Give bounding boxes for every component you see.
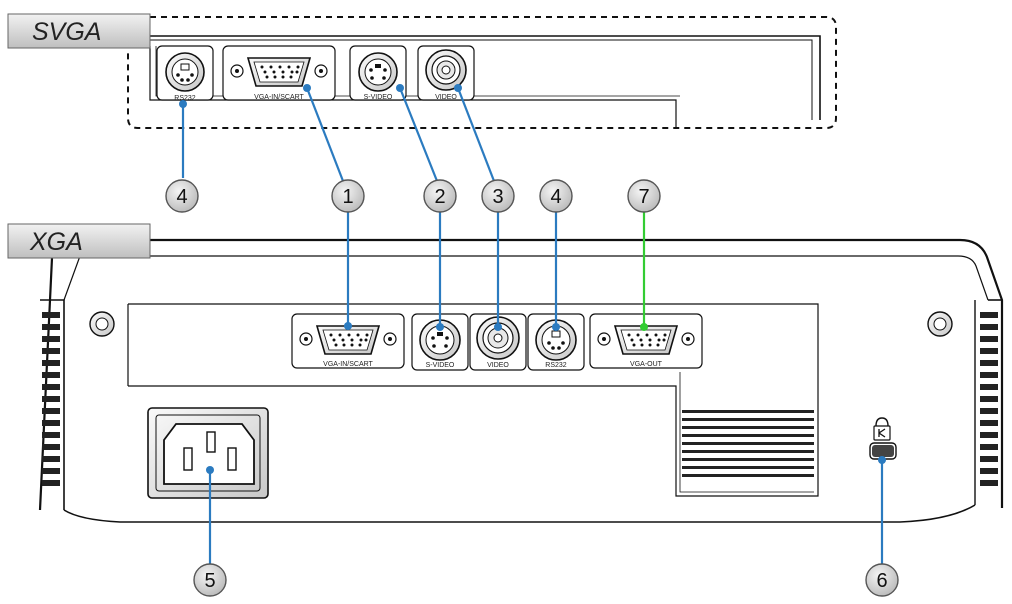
- callout-1: 1: [331, 179, 365, 213]
- svga-dashed-outline: [127, 16, 837, 129]
- xga-rs232-label: RS232: [545, 362, 567, 369]
- callout-5: 5: [193, 563, 227, 597]
- xga-right-vents: [980, 312, 998, 486]
- svg-text:5: 5: [204, 570, 215, 592]
- svga-s-video-port: S-VIDEO: [349, 45, 407, 101]
- svga-rs232-label: RS232: [174, 95, 196, 102]
- leader-lines: [181, 87, 884, 564]
- xga-s-video-port: S-VIDEO: [411, 313, 469, 371]
- xga-vga-in-label: VGA-IN/SCART: [323, 361, 373, 368]
- svga-tab: SVGA: [7, 13, 151, 49]
- xga-screw-right: [927, 311, 953, 337]
- svga-video-port: VIDEO: [417, 45, 475, 101]
- xga-video-label: VIDEO: [487, 362, 509, 369]
- leader-dots: [179, 84, 886, 474]
- svg-text:1: 1: [342, 186, 353, 208]
- svg-text:7: 7: [638, 186, 649, 208]
- callout-4-svga: 4: [165, 179, 199, 213]
- callout-7: 7: [627, 179, 661, 213]
- svga-tab-label: SVGA: [32, 18, 101, 46]
- svga-vga-in-label: VGA-IN/SCART: [254, 94, 304, 101]
- xga-vga-out-port: VGA-OUT: [589, 313, 703, 369]
- svga-s-video-label: S-VIDEO: [364, 94, 393, 101]
- svg-text:2: 2: [434, 186, 445, 208]
- svg-text:4: 4: [176, 186, 187, 208]
- xga-tab-label: XGA: [29, 228, 83, 256]
- svga-panel: RS232 VGA-IN/SCART S-VID: [7, 13, 837, 129]
- svg-text:6: 6: [876, 570, 887, 592]
- svga-video-label: VIDEO: [435, 94, 457, 101]
- svga-vga-in-port: VGA-IN/SCART: [222, 45, 336, 101]
- xga-tab: XGA: [7, 223, 151, 259]
- callout-6: 6: [865, 563, 899, 597]
- svga-rs232-port: RS232: [156, 45, 214, 102]
- svg-text:3: 3: [492, 186, 503, 208]
- xga-bottom-vent: [682, 410, 814, 477]
- xga-s-video-label: S-VIDEO: [426, 362, 455, 369]
- xga-video-port: VIDEO: [469, 313, 527, 371]
- xga-screw-left: [89, 311, 115, 337]
- callout-2: 2: [423, 179, 457, 213]
- xga-left-vents: [42, 312, 60, 486]
- leader-dot-7: [640, 323, 648, 331]
- xga-vga-in-port: VGA-IN/SCART: [291, 313, 405, 369]
- callout-3: 3: [481, 179, 515, 213]
- xga-panel: VGA-IN/SCART S-VIDEO VIDEO: [7, 223, 1004, 523]
- kensington-lock-icon: [869, 417, 897, 460]
- svg-text:4: 4: [550, 186, 561, 208]
- xga-vga-out-label: VGA-OUT: [630, 361, 663, 368]
- power-socket: [147, 407, 269, 499]
- callout-4: 4: [539, 179, 573, 213]
